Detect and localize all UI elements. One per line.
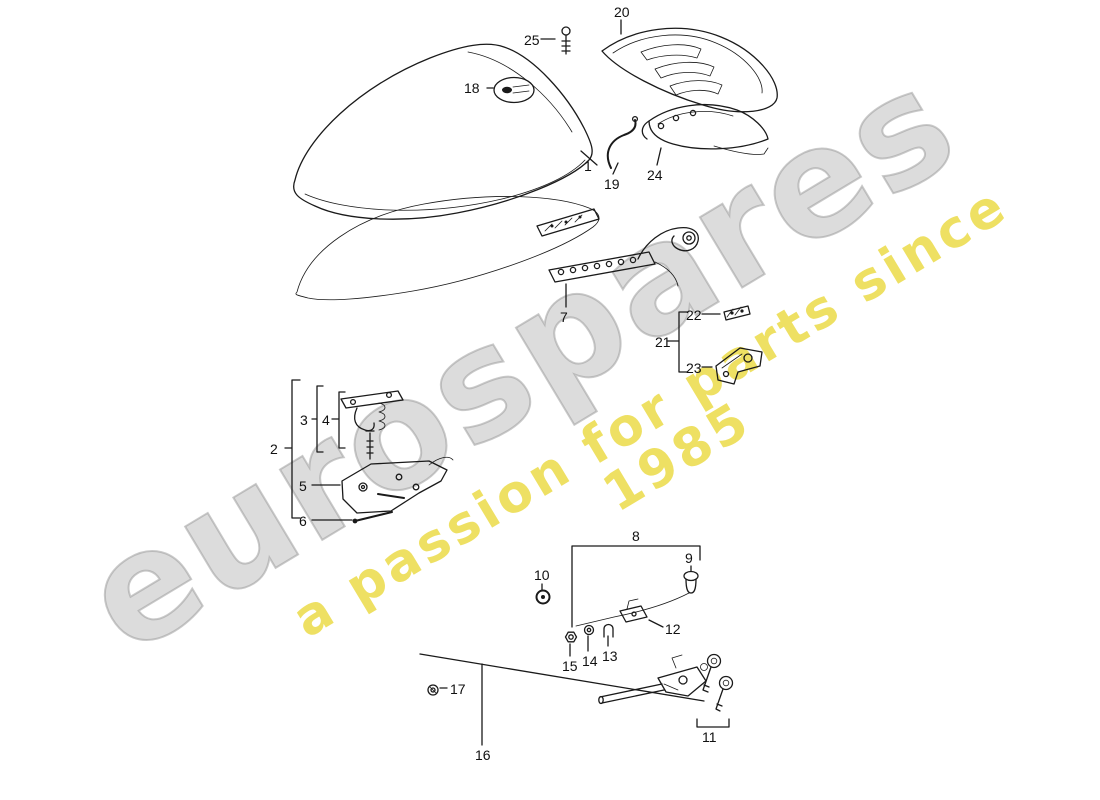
- part-label-23: 23: [686, 360, 702, 376]
- screw-25-drawing: [561, 26, 571, 55]
- bracket-23-drawing: [715, 347, 763, 385]
- lock-plate-drawing: [341, 456, 454, 514]
- part-label-5: 5: [299, 478, 307, 494]
- part-label-21: 21: [655, 334, 671, 350]
- part-label-8: 8: [632, 528, 640, 544]
- part-label-19: 19: [604, 176, 620, 192]
- part-label-14: 14: [582, 653, 598, 669]
- clamp-drawing: [619, 598, 648, 623]
- part-label-20: 20: [614, 4, 630, 20]
- pin-drawing: [352, 511, 393, 524]
- part-label-15: 15: [562, 658, 578, 674]
- part-label-11: 11: [702, 729, 717, 745]
- part-label-16: 16: [475, 747, 491, 763]
- part-label-7: 7: [560, 309, 568, 325]
- part-label-1: 1: [584, 158, 592, 174]
- hood-panel-drawing: [293, 43, 593, 220]
- cable-drawing: [419, 653, 705, 702]
- part-label-6: 6: [299, 513, 307, 529]
- vent-grille-drawing: [601, 27, 778, 113]
- hinge-link-drawing: [606, 115, 639, 169]
- part-label-24: 24: [647, 167, 663, 183]
- pull-knob-drawing: [575, 570, 699, 627]
- part-label-4: 4: [322, 412, 330, 428]
- part-label-9: 9: [685, 550, 693, 566]
- hood-latch-drawing: [340, 390, 404, 460]
- leader-lines: [284, 19, 730, 746]
- hood-outline-open-drawing: [295, 196, 600, 301]
- grommet-drawing: [535, 589, 551, 605]
- washer-drawing: [583, 624, 595, 636]
- part-label-25: 25: [524, 32, 540, 48]
- small-clip-drawing: [603, 623, 614, 638]
- part-label-17: 17: [450, 681, 466, 697]
- lock-cylinder-keys-drawing: [598, 653, 734, 712]
- hood-seal-strip-drawing: [536, 208, 600, 237]
- emblem-drawing: [493, 76, 535, 104]
- part-label-2: 2: [270, 441, 278, 457]
- part-label-10: 10: [534, 567, 550, 583]
- part-label-18: 18: [464, 80, 480, 96]
- nut-drawing: [564, 631, 578, 643]
- clip-22-drawing: [723, 305, 751, 321]
- part-label-13: 13: [602, 648, 618, 664]
- part-label-3: 3: [300, 412, 308, 428]
- hinge-arm-drawing: [548, 226, 699, 287]
- part-label-12: 12: [665, 621, 681, 637]
- bolt-drawing: [427, 684, 439, 696]
- part-label-22: 22: [686, 307, 702, 323]
